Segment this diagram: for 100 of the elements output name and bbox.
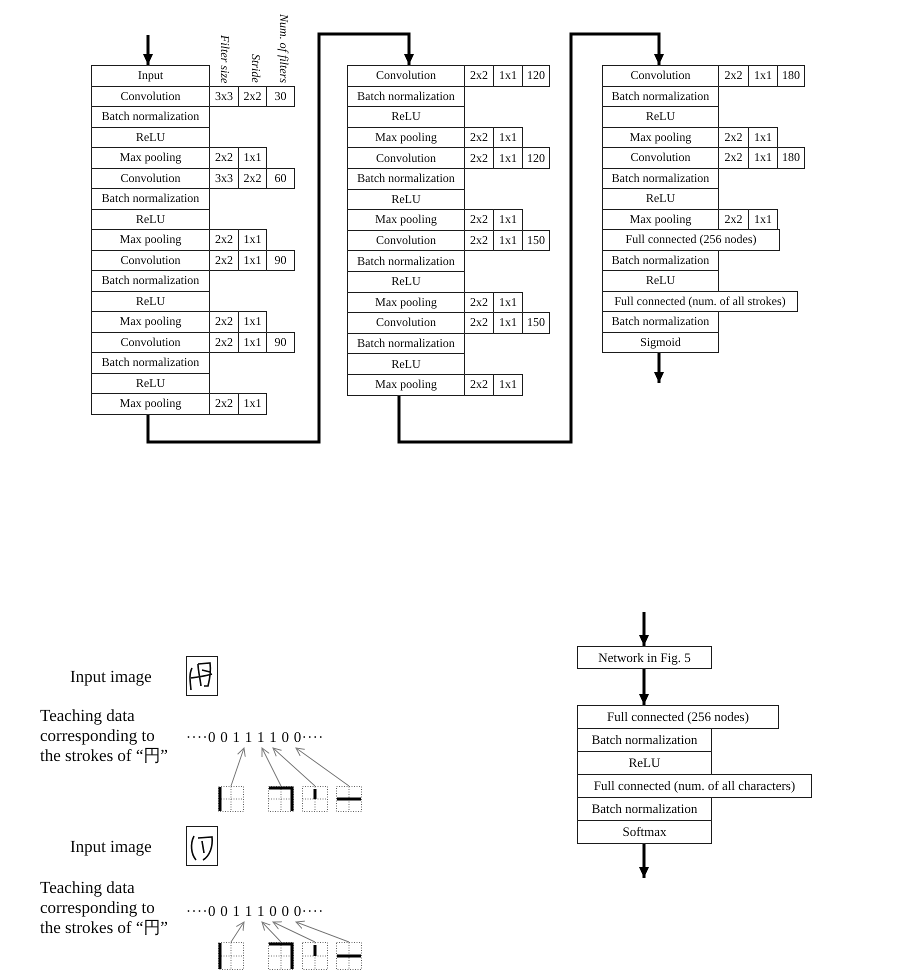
layer-name-cell: Input (91, 65, 210, 86)
flow-arrow (143, 35, 153, 65)
layer-name-cell: ReLU (91, 290, 210, 312)
description-text: Teaching data corresponding to the strokes of “円” (40, 706, 169, 766)
layer-name-cell: Softmax (577, 820, 712, 844)
parameter-cell: 120 (522, 147, 550, 169)
flow-arrow (398, 32, 664, 444)
handwritten-character-image (186, 656, 218, 696)
parameter-cell: 3x3 (209, 86, 239, 107)
parameter-cell: 60 (266, 168, 295, 189)
layer-name-cell: Sigmoid (602, 332, 719, 353)
layer-name-cell: Network in Fig. 5 (577, 646, 712, 669)
parameter-cell: 2x2 (464, 374, 494, 396)
parameter-cell: 2x2 (238, 86, 267, 107)
layer-name-cell: Max pooling (347, 374, 465, 396)
layer-name-cell: ReLU (347, 188, 465, 210)
parameter-cell: 30 (266, 86, 295, 107)
layer-name-cell: Convolution (347, 65, 465, 87)
stroke-diagram (268, 942, 294, 970)
layer-name-cell: ReLU (91, 126, 210, 148)
stroke-diagram (302, 786, 328, 812)
stroke-diagram (302, 942, 328, 970)
stroke-diagram (336, 786, 362, 812)
parameter-cell: 1x1 (493, 374, 523, 396)
layer-name-cell: Batch normalization (347, 332, 465, 354)
layer-name-cell: ReLU (347, 106, 465, 128)
image-label: Input image (70, 837, 152, 857)
layer-name-cell: Batch normalization (602, 311, 719, 332)
layer-name-cell: ReLU (602, 106, 719, 128)
layer-name-cell: ReLU (602, 270, 719, 292)
layer-name-cell: Batch normalization (347, 86, 465, 108)
layer-name-cell: Convolution (602, 65, 719, 86)
parameter-cell: 1x1 (493, 126, 523, 148)
parameter-cell: 180 (777, 65, 805, 86)
layer-name-cell: Batch normalization (347, 168, 465, 190)
pointer-arrow (262, 748, 282, 786)
layer-name-cell: Batch normalization (91, 270, 210, 292)
layer-name-cell: Full connected (num. of all strokes) (602, 290, 798, 312)
parameter-cell: 1x1 (493, 209, 523, 231)
parameter-cell: 2x2 (718, 65, 749, 86)
pointer-arrow (262, 922, 282, 942)
stroke-diagram (218, 786, 244, 812)
stroke-diagram (218, 942, 244, 970)
parameter-cell: 90 (266, 250, 295, 271)
parameter-cell: 120 (522, 65, 550, 87)
layer-name-cell: ReLU (577, 751, 712, 775)
flow-arrow (639, 612, 649, 646)
layer-name-cell: ReLU (602, 188, 719, 210)
layer-name-cell: ReLU (91, 372, 210, 394)
pointer-arrow (296, 920, 350, 942)
stroke-diagram (336, 942, 362, 970)
pointer-arrow (272, 748, 316, 786)
parameter-cell: 2x2 (464, 65, 494, 87)
pointer-arrow (230, 922, 244, 942)
parameter-cell: 1x1 (493, 292, 523, 314)
layer-name-cell: Full connected (num. of all characters) (577, 774, 812, 798)
parameter-cell: 1x1 (238, 393, 267, 414)
parameter-cell: 1x1 (748, 65, 778, 86)
layer-name-cell: Batch normalization (602, 250, 719, 271)
handwritten-character-image (186, 826, 218, 866)
layer-name-cell: Batch normalization (602, 86, 719, 107)
flow-arrow (639, 669, 649, 705)
bit-sequence: ····0 0 1 1 1 1 0 0···· (186, 728, 324, 748)
parameter-cell: 2x2 (209, 393, 239, 414)
layer-name-cell: Full connected (256 nodes) (602, 229, 780, 250)
layer-name-cell: Batch normalization (602, 168, 719, 189)
layer-name-cell: ReLU (347, 353, 465, 375)
parameter-cell: 1x1 (493, 65, 523, 87)
parameter-cell: 1x1 (748, 208, 778, 230)
parameter-cell: 1x1 (238, 147, 267, 168)
parameter-cell: 150 (522, 312, 550, 334)
parameter-cell: 150 (522, 230, 550, 252)
layer-name-cell: Batch normalization (347, 250, 465, 272)
bit-sequence: ····0 0 1 1 1 0 0 0···· (186, 902, 324, 922)
column-header: Filter size (217, 34, 232, 83)
parameter-cell: 180 (777, 147, 805, 168)
pointer-arrow (272, 921, 316, 942)
layer-name-cell: Max pooling (91, 393, 210, 414)
layer-name-cell: Batch normalization (577, 797, 712, 821)
flow-arrow (654, 353, 664, 383)
layer-name-cell: Full connected (256 nodes) (577, 705, 779, 729)
description-text: Teaching data corresponding to the strokes of “円” (40, 878, 169, 938)
stroke-diagram (268, 786, 294, 812)
layer-name-cell: Batch normalization (91, 188, 210, 210)
layer-name-cell: ReLU (347, 271, 465, 293)
pointer-arrow (296, 748, 350, 786)
layer-name-cell: Batch normalization (91, 106, 210, 128)
column-header: Num. of filters (276, 14, 291, 83)
parameter-cell: 1x1 (238, 229, 267, 250)
layer-name-cell: Batch normalization (577, 728, 712, 752)
parameter-cell: 90 (266, 332, 295, 353)
flow-arrow (639, 844, 649, 878)
image-label: Input image (70, 667, 152, 687)
flow-arrow (146, 32, 414, 444)
parameter-cell: 1x1 (238, 311, 267, 332)
parameter-cell: 1x1 (748, 126, 778, 148)
pointer-arrow (230, 748, 246, 786)
layer-name-cell: Batch normalization (91, 352, 210, 374)
layer-name-cell: ReLU (91, 208, 210, 230)
column-header: Stride (248, 54, 263, 83)
